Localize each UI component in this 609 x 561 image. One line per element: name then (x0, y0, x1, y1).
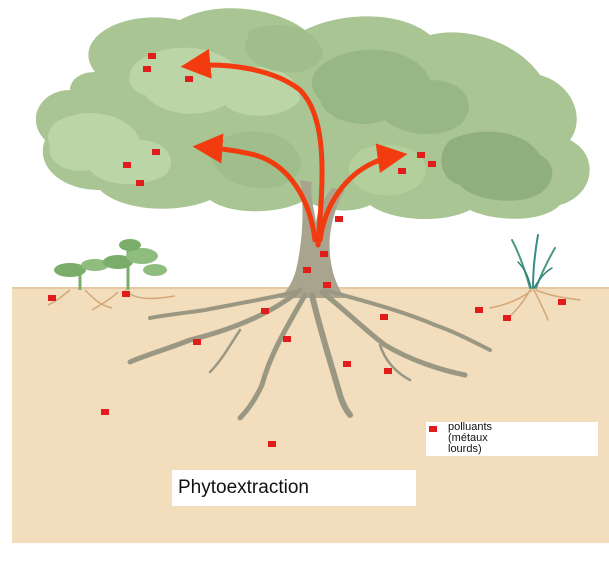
pollutant-marker (148, 53, 156, 59)
pollutant-marker (193, 339, 201, 345)
pollutant-marker (123, 162, 131, 168)
pollutant-marker (417, 152, 425, 158)
pollutant-marker (323, 282, 331, 288)
pollutant-marker (320, 251, 328, 257)
pollutant-marker (303, 267, 311, 273)
caption-box: Phytoextraction (172, 470, 416, 506)
pollutant-marker (185, 76, 193, 82)
pollutant-marker (283, 336, 291, 342)
legend-pollutant-marker (429, 426, 437, 432)
pollutant-marker (152, 149, 160, 155)
pollutant-marker (384, 368, 392, 374)
legend: polluants (métaux lourds) (426, 422, 598, 456)
pollutant-marker (380, 314, 388, 320)
pollutant-marker (143, 66, 151, 72)
pollutant-marker (261, 308, 269, 314)
diagram-caption: Phytoextraction (178, 478, 309, 498)
pollutant-marker (136, 180, 144, 186)
pollutant-marker (475, 307, 483, 313)
pollutant-marker (268, 441, 276, 447)
pollutant-marker (558, 299, 566, 305)
pollutant-marker (122, 291, 130, 297)
pollutant-marker (48, 295, 56, 301)
pollutant-marker (503, 315, 511, 321)
pollutant-marker (428, 161, 436, 167)
pollutant-marker (398, 168, 406, 174)
pollutant-marker (335, 216, 343, 222)
pollutant-marker (343, 361, 351, 367)
pollutant-marker (101, 409, 109, 415)
legend-label: polluants (métaux lourds) (448, 422, 593, 455)
